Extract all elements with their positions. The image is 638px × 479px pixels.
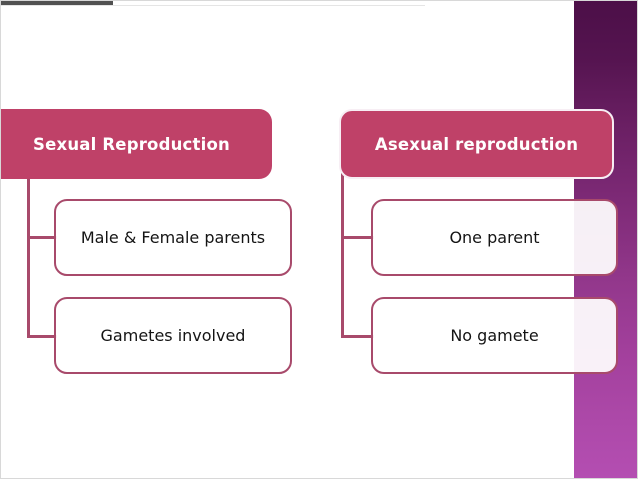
connector-branch-left-1 — [27, 236, 57, 239]
node-male-female-parents[interactable]: Male & Female parents — [54, 199, 292, 276]
node-header-sexual-reproduction[interactable]: Sexual Reproduction — [1, 109, 272, 179]
node-male-female-parents-label: Male & Female parents — [80, 228, 266, 247]
node-one-parent[interactable]: One parent — [371, 199, 618, 276]
connector-trunk-right — [341, 173, 344, 338]
node-no-gamete-label: No gamete — [450, 326, 539, 345]
node-one-parent-label: One parent — [449, 228, 540, 247]
top-left-artifact-bar — [1, 1, 113, 5]
connector-branch-right-1 — [341, 236, 374, 239]
node-gametes-involved-label: Gametes involved — [100, 326, 246, 345]
connector-branch-left-2 — [27, 335, 57, 338]
top-hairline — [1, 5, 425, 6]
node-header-sexual-reproduction-label: Sexual Reproduction — [33, 134, 230, 154]
connector-branch-right-2 — [341, 335, 374, 338]
connector-trunk-left — [27, 173, 30, 338]
node-header-asexual-reproduction-label: Asexual reproduction — [374, 134, 579, 154]
node-no-gamete[interactable]: No gamete — [371, 297, 618, 374]
node-header-asexual-reproduction[interactable]: Asexual reproduction — [339, 109, 614, 179]
node-gametes-involved[interactable]: Gametes involved — [54, 297, 292, 374]
